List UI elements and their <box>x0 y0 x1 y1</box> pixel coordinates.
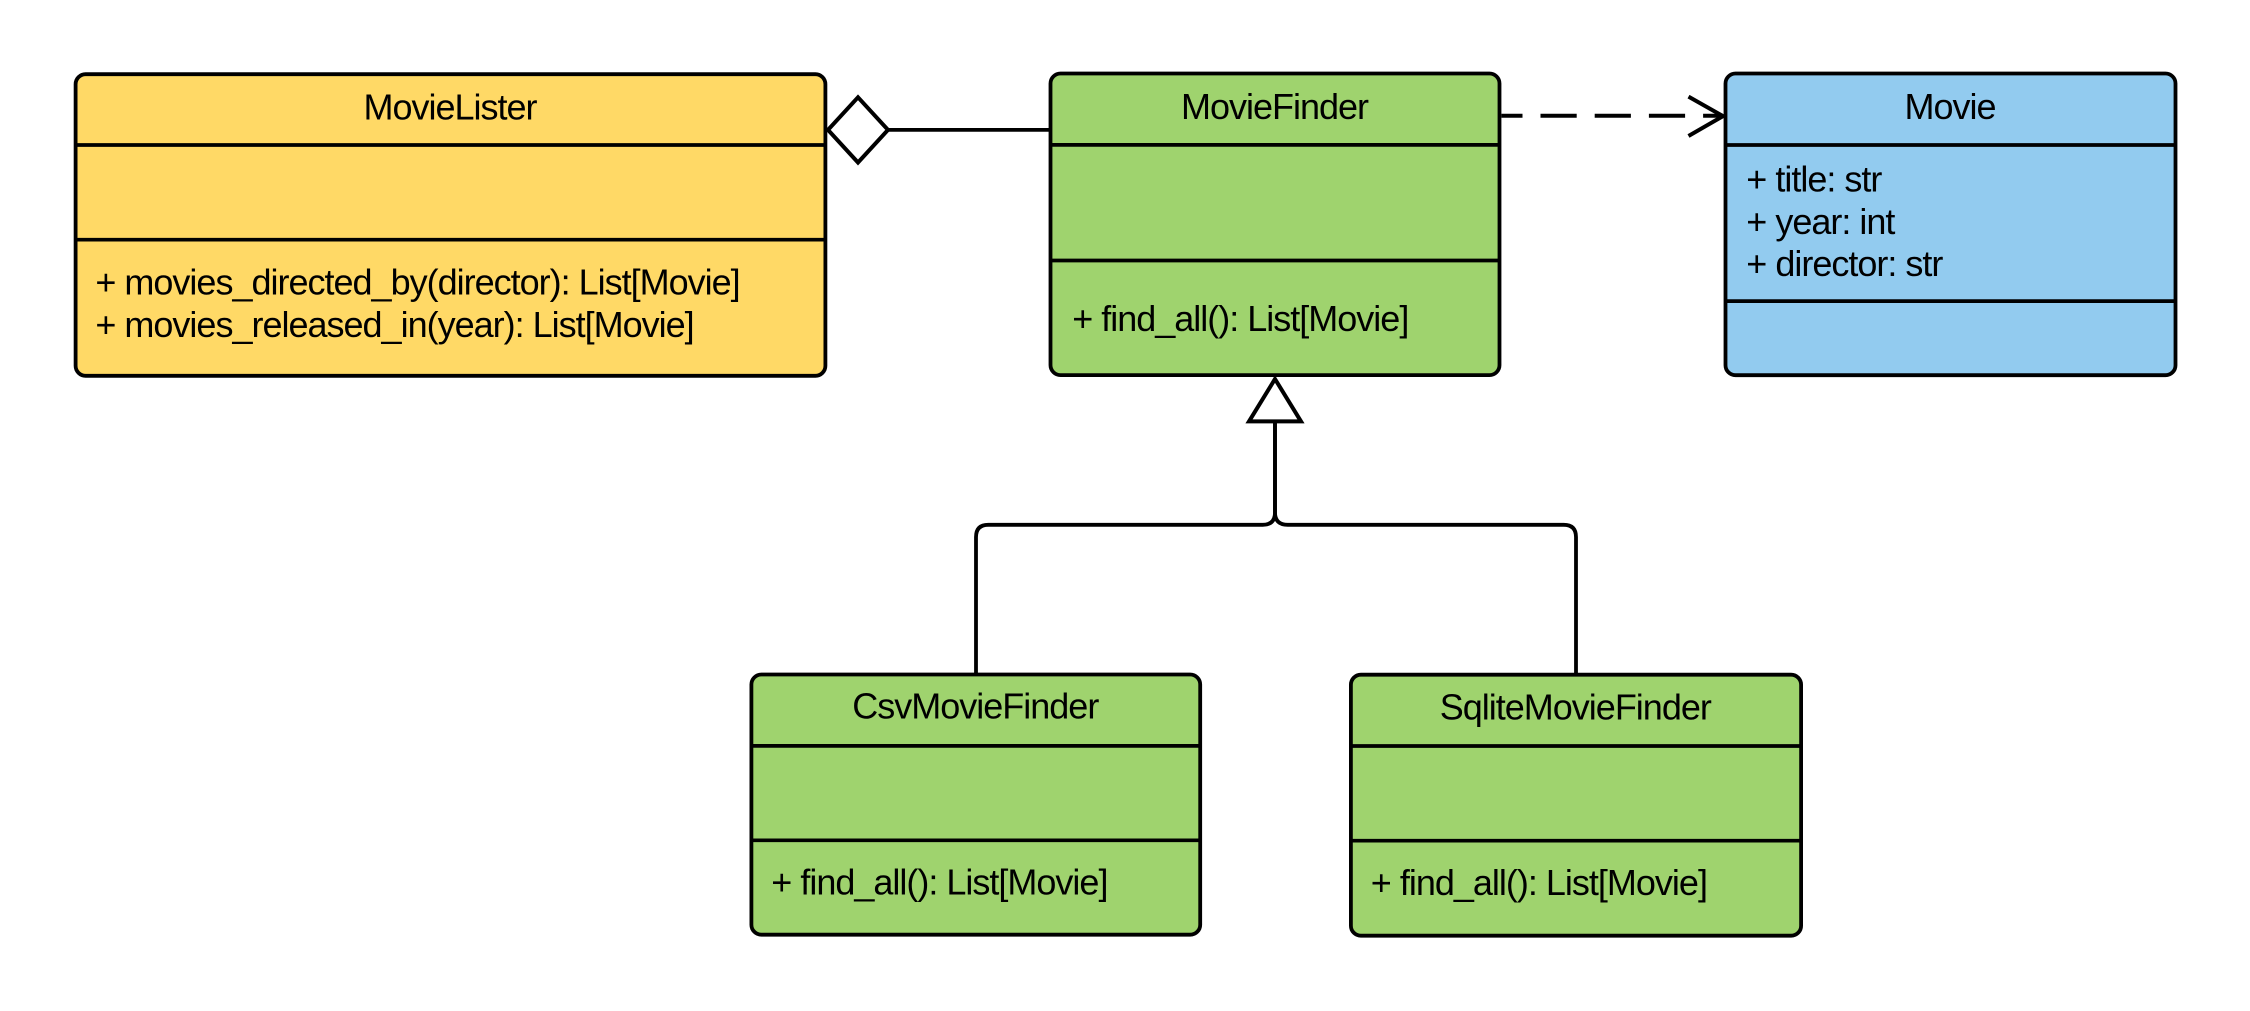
svg-text:+ director: str: + director: str <box>1746 243 1943 284</box>
svg-text:Movie: Movie <box>1904 86 1995 127</box>
svg-text:SqliteMovieFinder: SqliteMovieFinder <box>1440 686 1712 727</box>
svg-text:MovieFinder: MovieFinder <box>1181 86 1369 127</box>
svg-text:+ title: str: + title: str <box>1746 159 1882 200</box>
svg-text:+ movies_released_in(year): Li: + movies_released_in(year): List[Movie] <box>95 304 693 345</box>
svg-text:+ movies_directed_by(director): + movies_directed_by(director): List[Mov… <box>95 262 739 303</box>
svg-text:+ find_all(): List[Movie]: + find_all(): List[Movie] <box>771 861 1107 902</box>
svg-text:+ find_all(): List[Movie]: + find_all(): List[Movie] <box>1072 298 1408 339</box>
svg-text:MovieLister: MovieLister <box>363 87 537 128</box>
svg-text:+ year: int: + year: int <box>1746 201 1895 242</box>
svg-text:CsvMovieFinder: CsvMovieFinder <box>852 686 1099 727</box>
svg-text:+ find_all(): List[Movie]: + find_all(): List[Movie] <box>1371 862 1707 903</box>
